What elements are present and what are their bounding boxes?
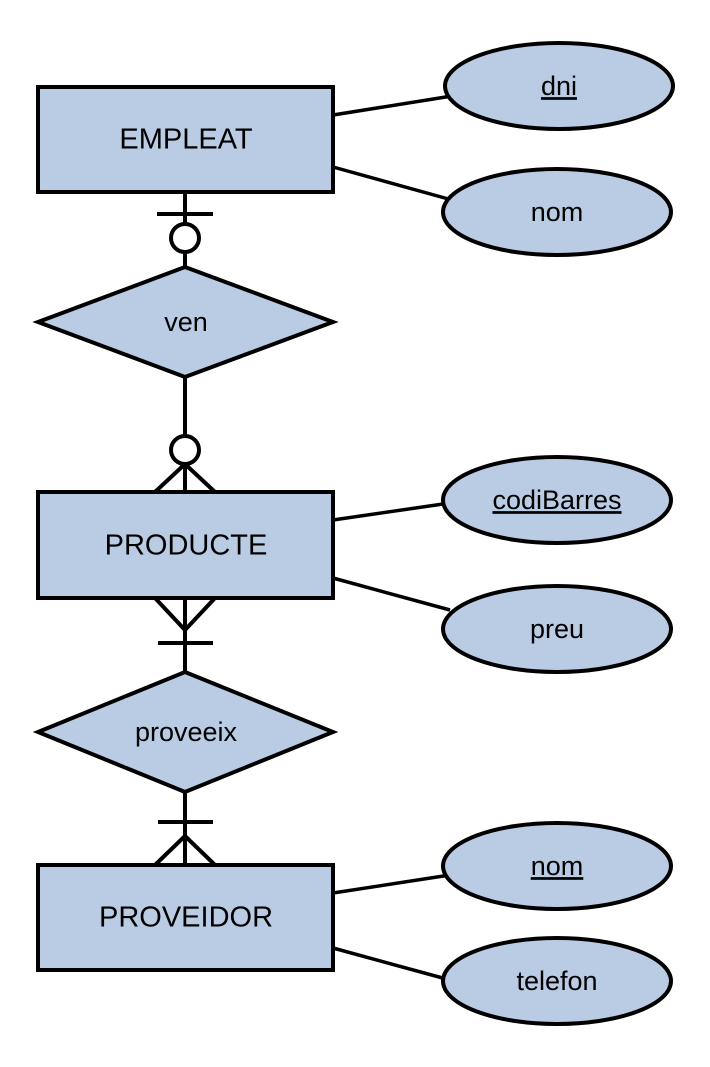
entity-empleat-label: EMPLEAT (119, 124, 253, 156)
attribute-empleat-nom-label: nom (531, 197, 584, 227)
entity-proveidor[interactable]: PROVEIDOR (36, 863, 335, 972)
connector-proveidor-nom (332, 873, 451, 895)
connector-empleat-dni (332, 94, 453, 117)
attribute-producte-codibarres-ellipse[interactable] (441, 455, 673, 545)
relationship-proveeix-diamond[interactable] (32, 669, 339, 795)
attribute-proveidor-nom-label: nom (531, 851, 584, 881)
attribute-empleat-nom-ellipse[interactable] (441, 167, 673, 257)
connector-producte-codibarres (332, 501, 451, 522)
entity-proveidor-box[interactable] (36, 863, 335, 972)
connector-producte-preu (332, 576, 451, 612)
attribute-empleat-dni[interactable]: dni (443, 41, 675, 131)
attribute-producte-preu[interactable]: preu (441, 584, 673, 674)
entity-producte-label: PRODUCTE (105, 530, 268, 562)
attribute-proveidor-telefon[interactable]: telefon (441, 936, 673, 1026)
attribute-proveidor-nom[interactable]: nom (441, 821, 673, 911)
attribute-producte-preu-ellipse[interactable] (441, 584, 673, 674)
entity-producte-box[interactable] (36, 490, 335, 600)
relationship-proveeix[interactable]: proveeix (32, 669, 339, 795)
attribute-proveidor-telefon-ellipse[interactable] (441, 936, 673, 1026)
attribute-empleat-dni-ellipse[interactable] (443, 41, 675, 131)
cardinality-marker-proveeix-proveidor-one-or-many (153, 820, 217, 867)
relationship-ven[interactable]: ven (32, 264, 339, 380)
entity-proveidor-label: PROVEIDOR (99, 902, 273, 934)
entity-producte[interactable]: PRODUCTE (36, 490, 335, 600)
attribute-proveidor-telefon-label: telefon (516, 966, 597, 996)
connector-empleat-nom (332, 165, 453, 202)
attribute-producte-preu-label: preu (530, 614, 584, 644)
attribute-producte-codibarres-label: codiBarres (492, 485, 621, 515)
attribute-empleat-dni-label: dni (541, 71, 577, 101)
connector-proveidor-telefon (332, 946, 451, 982)
cardinality-marker-producte-proveeix-one-or-many (153, 596, 217, 645)
relationship-ven-diamond[interactable] (32, 264, 339, 380)
cardinality-marker-ven-producte-zero-or-many (153, 434, 217, 494)
attribute-empleat-nom[interactable]: nom (441, 167, 673, 257)
cardinality-marker-empleat-ven-zero-or-one (157, 212, 213, 254)
attribute-producte-codibarres[interactable]: codiBarres (441, 455, 673, 545)
entity-empleat-box[interactable] (36, 85, 335, 194)
attribute-proveidor-nom-ellipse[interactable] (441, 821, 673, 911)
entity-empleat[interactable]: EMPLEAT (36, 85, 335, 194)
relationship-proveeix-label: proveeix (135, 717, 238, 747)
relationship-ven-label: ven (164, 307, 208, 337)
